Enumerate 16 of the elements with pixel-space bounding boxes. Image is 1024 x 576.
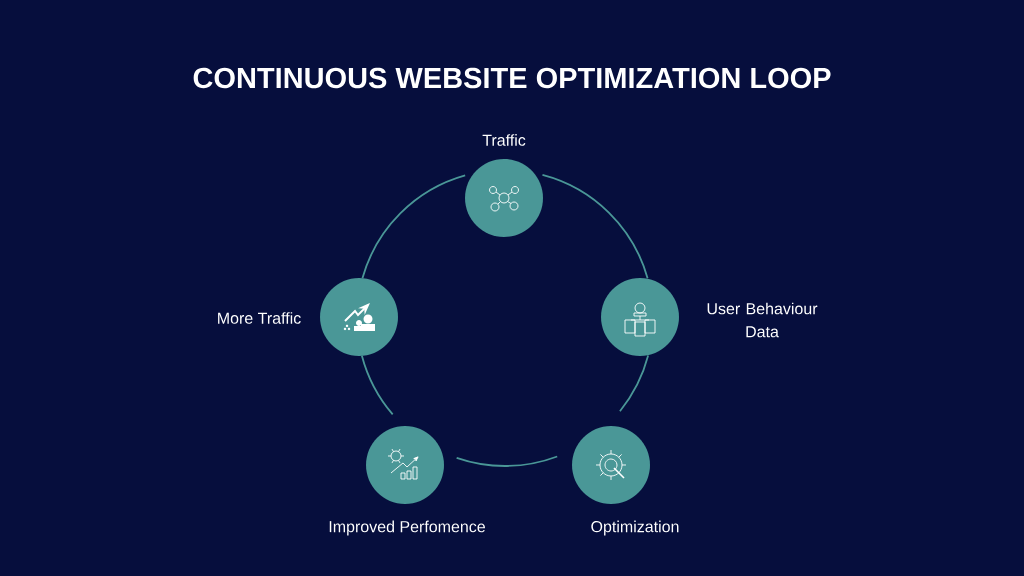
node-label: User Behaviour Data: [707, 302, 818, 338]
icon-circle: [320, 278, 398, 356]
icon-circle: [601, 278, 679, 356]
ring-arc: [619, 354, 650, 413]
node-label: Traffic: [482, 134, 526, 146]
ring-arc: [361, 174, 467, 280]
icon-circle: [366, 426, 444, 504]
ring-arc: [455, 455, 559, 467]
node-label: Optimization: [591, 520, 679, 536]
node-label: More Traffic: [218, 312, 301, 324]
ring-arc: [541, 173, 649, 280]
icon-circle: [465, 159, 543, 237]
title: CONTINUOUS WEBSITE OPTIMIZATION LOOP: [193, 67, 831, 89]
node-label: Improved Perfomence: [329, 520, 485, 536]
icon-circle: [572, 426, 650, 504]
ring-arc: [361, 354, 394, 416]
